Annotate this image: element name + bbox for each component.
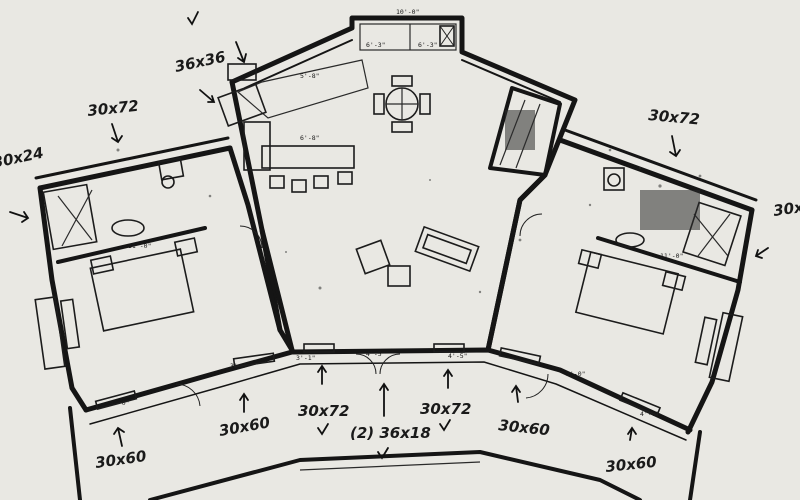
left-bath: 11'-0" bbox=[42, 157, 185, 251]
dim-top-alcove-left: 6'-3" bbox=[366, 41, 386, 49]
dim-win-3: 3'-1" bbox=[296, 354, 316, 362]
dim-kitchen-b: 6'-8" bbox=[300, 134, 320, 142]
left-bed bbox=[89, 237, 199, 332]
right-bed bbox=[574, 248, 687, 335]
left-bedroom-walls bbox=[34, 136, 283, 413]
dim-bath-left: 11'-0" bbox=[128, 242, 151, 250]
note-bottom-right-2: 30x60 bbox=[605, 453, 658, 476]
living-furniture bbox=[355, 225, 480, 287]
dim-win-5: 4'-5" bbox=[448, 352, 468, 360]
top-alcove: 10'-0" 6'-3" 6'-3" bbox=[359, 8, 457, 51]
dim-top-alcove: 10'-0" bbox=[396, 8, 419, 16]
right-utility bbox=[488, 86, 562, 177]
annotations: 36x36 30x72 30x72 30x24 30x24 30x60 30x6… bbox=[0, 11, 800, 476]
dim-bath-right: 11'-0" bbox=[660, 252, 683, 260]
note-bottom-center-left: 30x72 bbox=[298, 402, 349, 420]
dim-win-7: 4'-0" bbox=[640, 410, 660, 418]
dining-table bbox=[373, 75, 431, 133]
note-bottom-right-1: 30x60 bbox=[498, 416, 551, 439]
note-bedroom-left-top: 30x72 bbox=[87, 97, 140, 120]
right-bath: 11'-0" bbox=[603, 167, 742, 267]
right-bedroom-walls bbox=[485, 128, 758, 435]
front-facade: 4'-0" 3'-0" 3'-1" 4'-5" 4'-5" 3'-0" 4'-0… bbox=[68, 213, 702, 500]
note-bedroom-right-top: 30x72 bbox=[648, 106, 701, 128]
right-side-window bbox=[694, 311, 744, 383]
dim-win-4: 4'-5" bbox=[366, 350, 386, 358]
left-side-window bbox=[34, 296, 81, 370]
dim-kitchen-a: 5'-8" bbox=[300, 72, 320, 80]
kitchen: 5'-8" 6'-8" bbox=[217, 59, 369, 193]
note-bottom-center: (2) 36x18 bbox=[350, 424, 431, 442]
dim-top-alcove-right: 6'-3" bbox=[418, 41, 438, 49]
note-bottom-center-right: 30x72 bbox=[420, 400, 471, 418]
dim-win-6: 3'-0" bbox=[566, 370, 586, 378]
photocopy-noise bbox=[116, 148, 702, 294]
